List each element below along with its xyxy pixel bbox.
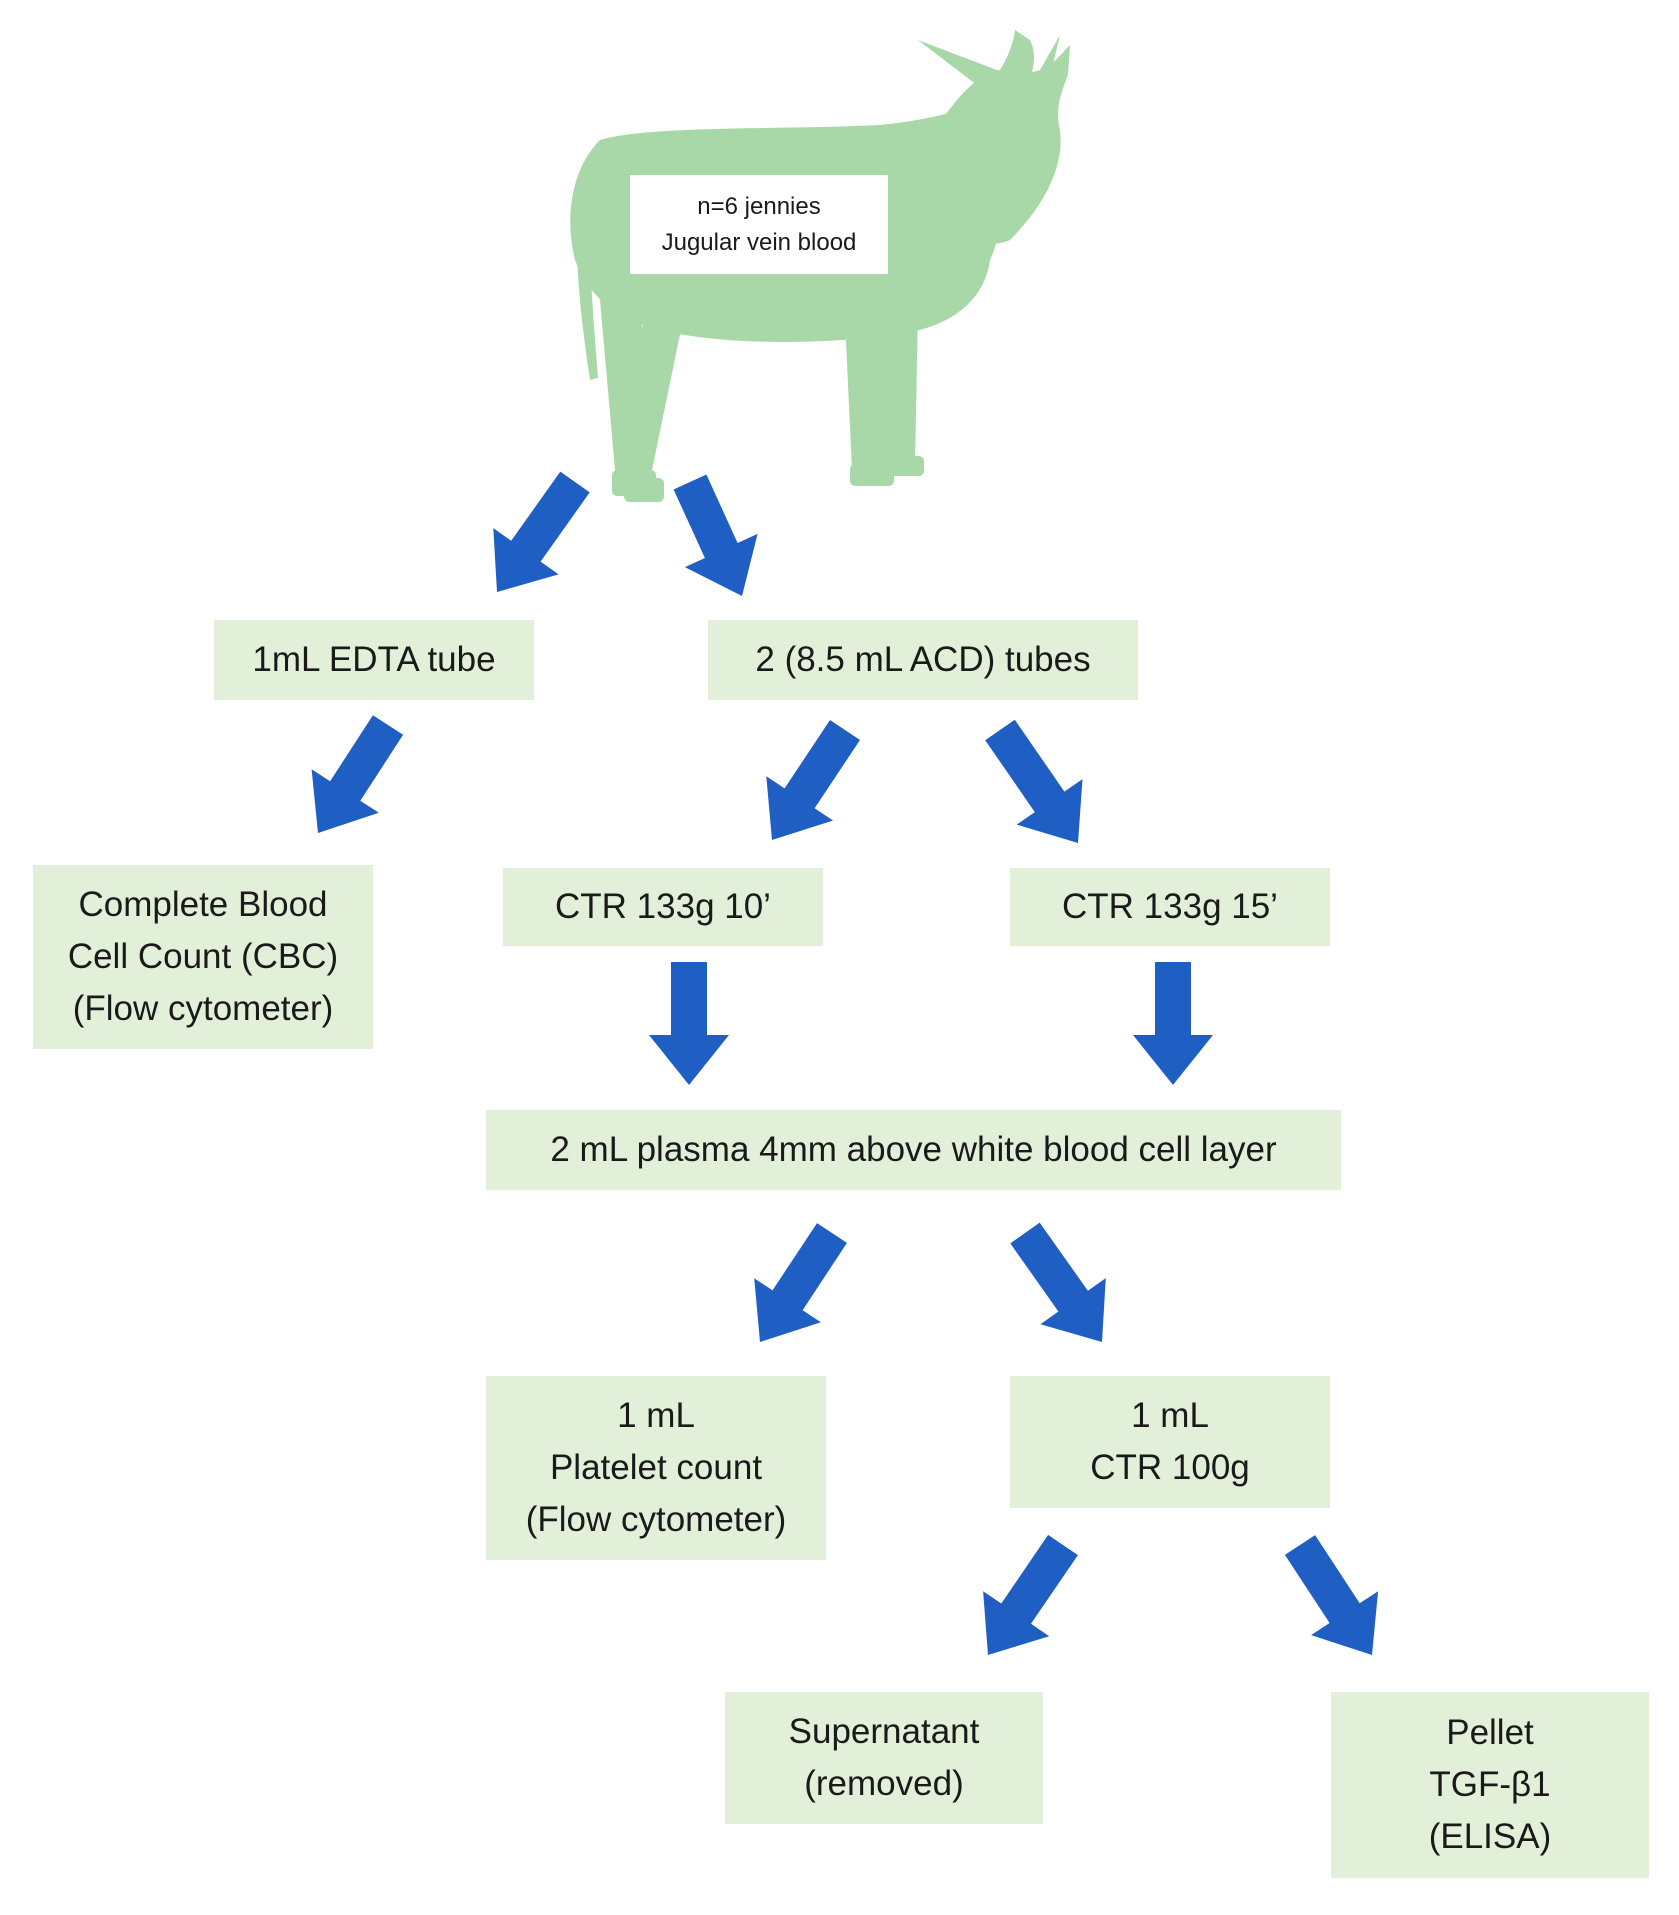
acd-tubes-label: 2 (8.5 mL ACD) tubes: [755, 640, 1091, 679]
arrow-plasma-to-ctr100: [1010, 1222, 1106, 1342]
ctr-100-line-1: 1 mL: [1131, 1396, 1209, 1435]
ctr-10-label: CTR 133g 10’: [555, 887, 771, 926]
edta-tube-label: 1mL EDTA tube: [252, 640, 496, 679]
platelet-line-3: (Flow cytometer): [525, 1500, 787, 1539]
ctr-15-box: CTR 133g 15’: [1010, 868, 1330, 946]
arrow-donkey-to-acd: [673, 474, 758, 596]
supernatant-line-2: (removed): [804, 1764, 964, 1803]
source-line-2: Jugular vein blood: [661, 228, 857, 256]
platelet-count-box: 1 mL Platelet count (Flow cytometer): [486, 1376, 826, 1560]
arrow-acd-to-ctr15: [985, 719, 1083, 843]
supernatant-box: Supernatant (removed): [725, 1692, 1043, 1824]
source-line-1: n=6 jennies: [697, 192, 821, 220]
pellet-line-1: Pellet: [1446, 1713, 1534, 1752]
ctr-10-box: CTR 133g 10’: [503, 868, 823, 946]
supernatant-line-1: Supernatant: [788, 1712, 980, 1751]
plasma-label: 2 mL plasma 4mm above white blood cell l…: [550, 1130, 1277, 1169]
cbc-line-2: Cell Count (CBC): [67, 937, 339, 976]
pellet-line-3: (ELISA): [1428, 1817, 1552, 1856]
arrow-donkey-to-edta: [493, 471, 590, 592]
arrow-plasma-to-platelet: [754, 1223, 847, 1342]
arrow-edta-to-cbc: [311, 715, 404, 833]
arrow-ctr10-to-plasma: [649, 962, 729, 1085]
pellet-line-2: TGF-β1: [1429, 1765, 1551, 1804]
platelet-line-2: Platelet count: [549, 1448, 763, 1487]
edta-tube-box: 1mL EDTA tube: [214, 620, 534, 700]
cbc-line-1: Complete Blood: [78, 885, 328, 924]
arrow-ctr100-to-supernatant: [983, 1534, 1078, 1655]
arrow-acd-to-ctr10: [766, 720, 860, 840]
ctr-100-box: 1 mL CTR 100g: [1010, 1376, 1330, 1508]
ctr-15-label: CTR 133g 15’: [1062, 887, 1278, 926]
cbc-box: Complete Blood Cell Count (CBC) (Flow cy…: [33, 865, 373, 1049]
pellet-box: Pellet TGF-β1 (ELISA): [1331, 1692, 1649, 1878]
cbc-line-3: (Flow cytometer): [72, 989, 334, 1028]
arrow-ctr15-to-plasma: [1133, 962, 1213, 1085]
platelet-line-1: 1 mL: [617, 1396, 695, 1435]
arrow-ctr100-to-pellet: [1284, 1535, 1379, 1655]
ctr-100-line-2: CTR 100g: [1090, 1448, 1250, 1487]
acd-tubes-box: 2 (8.5 mL ACD) tubes: [708, 620, 1138, 700]
plasma-box: 2 mL plasma 4mm above white blood cell l…: [486, 1110, 1341, 1190]
source-label: n=6 jennies Jugular vein blood: [630, 175, 888, 274]
